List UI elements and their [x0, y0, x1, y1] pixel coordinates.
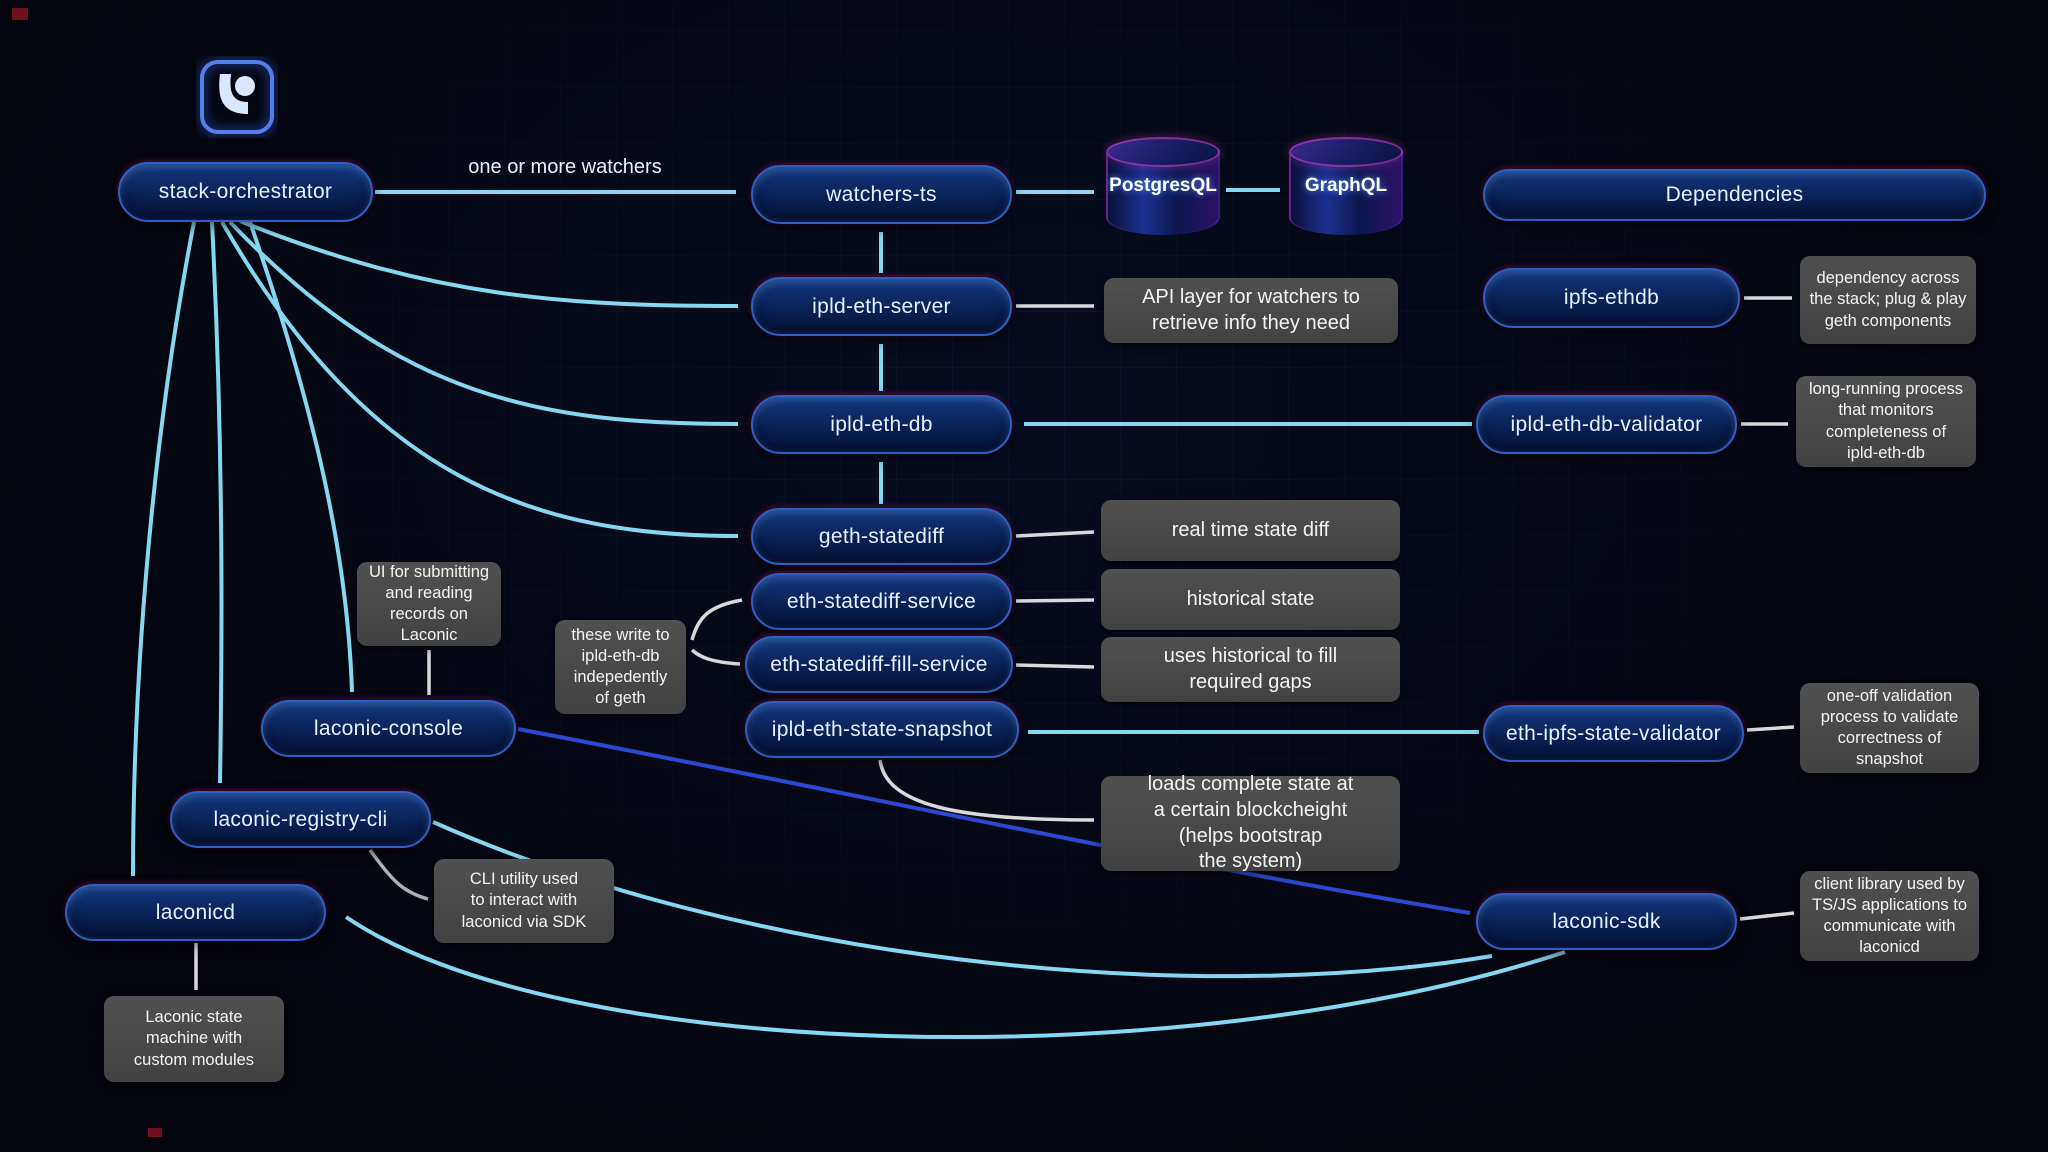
node-label: laconic-sdk [1552, 909, 1661, 933]
node-label: eth-statediff-fill-service [770, 652, 988, 676]
artifact-red-mark [12, 8, 28, 20]
laconic-logo [200, 60, 274, 134]
arrow-snapshot-to-loads-note [878, 759, 1095, 822]
node-laconicd: laconicd [65, 884, 326, 941]
note-db-validator: long-running process that monitors compl… [1796, 376, 1976, 467]
node-label: ipld-eth-state-snapshot [771, 717, 993, 741]
node-ipld-eth-db: ipld-eth-db [751, 395, 1012, 454]
note-console-ui: UI for submitting and reading records on… [357, 562, 501, 646]
node-label: ipfs-ethdb [1563, 286, 1660, 309]
note-historical-state: historical state [1101, 569, 1400, 630]
node-eth-statediff-service: eth-statediff-service [751, 573, 1012, 630]
node-label: eth-statediff-service [786, 589, 977, 613]
note-api-layer: API layer for watchers to retrieve info … [1104, 278, 1398, 343]
arrow-orchestrator-to-laconic-console [248, 221, 354, 693]
node-dependencies: Dependencies [1483, 169, 1986, 221]
note-client-library: client library used by TS/JS application… [1800, 871, 1979, 961]
node-label: geth-statediff [818, 524, 945, 548]
node-geth-statediff: geth-statediff [751, 508, 1012, 565]
node-label: ipld-eth-server [812, 294, 951, 318]
node-label: Dependencies [1665, 183, 1804, 206]
node-ipld-eth-state-snapshot: ipld-eth-state-snapshot [745, 701, 1019, 758]
node-label: watchers-ts [826, 182, 937, 206]
cylinder-top [1106, 137, 1220, 167]
arrow-orchestrator-to-geth-statediff [220, 221, 739, 538]
note-these-write: these write to ipld-eth-db indepedently … [555, 620, 686, 714]
arrow-ipfs-validator-to-note [1746, 725, 1795, 732]
arrow-orchestrator-to-ipld-eth-server [239, 219, 739, 308]
node-label: stack-orchestrator [158, 180, 333, 203]
node-eth-statediff-fill-service: eth-statediff-fill-service [745, 636, 1013, 693]
edge-label-watchers: one or more watchers [468, 156, 662, 178]
note-cli-utility: CLI utility used to interact with laconi… [434, 859, 614, 943]
arrow-registry-to-cli-note [368, 848, 429, 901]
note-state-machine: Laconic state machine with custom module… [104, 996, 284, 1082]
note-ipfs-ethdb: dependency across the stack; plug & play… [1800, 256, 1976, 344]
cylinder-top [1289, 137, 1403, 167]
node-eth-ipfs-state-validator: eth-ipfs-state-validator [1483, 705, 1744, 762]
node-laconic-registry-cli: laconic-registry-cli [170, 791, 431, 848]
arrow-service-to-historical-note [1015, 598, 1095, 603]
node-stack-orchestrator: stack-orchestrator [118, 162, 373, 222]
arrow-geth-to-realtime-note [1015, 530, 1095, 538]
node-ipfs-ethdb: ipfs-ethdb [1483, 268, 1740, 328]
node-label: laconic-registry-cli [213, 807, 388, 831]
note-oneoff-validation: one-off validation process to validate c… [1800, 683, 1979, 773]
node-laconic-sdk: laconic-sdk [1476, 893, 1737, 950]
node-label: laconic-console [313, 716, 464, 740]
note-fill-gaps: uses historical to fill required gaps [1101, 637, 1400, 702]
note-snapshot-loads: loads complete state at a certain blockc… [1101, 773, 1400, 872]
note-realtime-statediff: real time state diff [1101, 500, 1400, 561]
db-cylinder-postgresql: PostgresQL [1104, 137, 1222, 235]
node-ipld-eth-db-validator: ipld-eth-db-validator [1476, 395, 1737, 454]
node-label: ipld-eth-db [830, 412, 933, 436]
arrow-fill-to-write-note [690, 648, 741, 666]
arrow-orchestrator-to-registry-cli [210, 221, 224, 784]
node-watchers-ts: watchers-ts [751, 165, 1012, 224]
node-laconic-console: laconic-console [261, 700, 516, 757]
node-label: laconicd [155, 900, 236, 924]
arrow-orchestrator-to-ipld-eth-db [228, 220, 739, 426]
node-label: ipld-eth-db-validator [1510, 412, 1703, 436]
db-cylinder-graphql: GraphQL [1287, 137, 1405, 235]
artifact-red-mark [148, 1128, 162, 1137]
arrow-sdk-to-client-note [1739, 911, 1795, 921]
node-label: eth-ipfs-state-validator [1506, 721, 1721, 745]
node-ipld-eth-server: ipld-eth-server [751, 277, 1012, 336]
arrow-orchestrator-to-laconicd [131, 221, 196, 877]
cylinder-label: GraphQL [1304, 175, 1388, 196]
arrow-service-to-write-note [690, 598, 743, 641]
arrow-fill-to-gaps-note [1015, 663, 1095, 669]
cylinder-label: PostgresQL [1109, 175, 1217, 196]
